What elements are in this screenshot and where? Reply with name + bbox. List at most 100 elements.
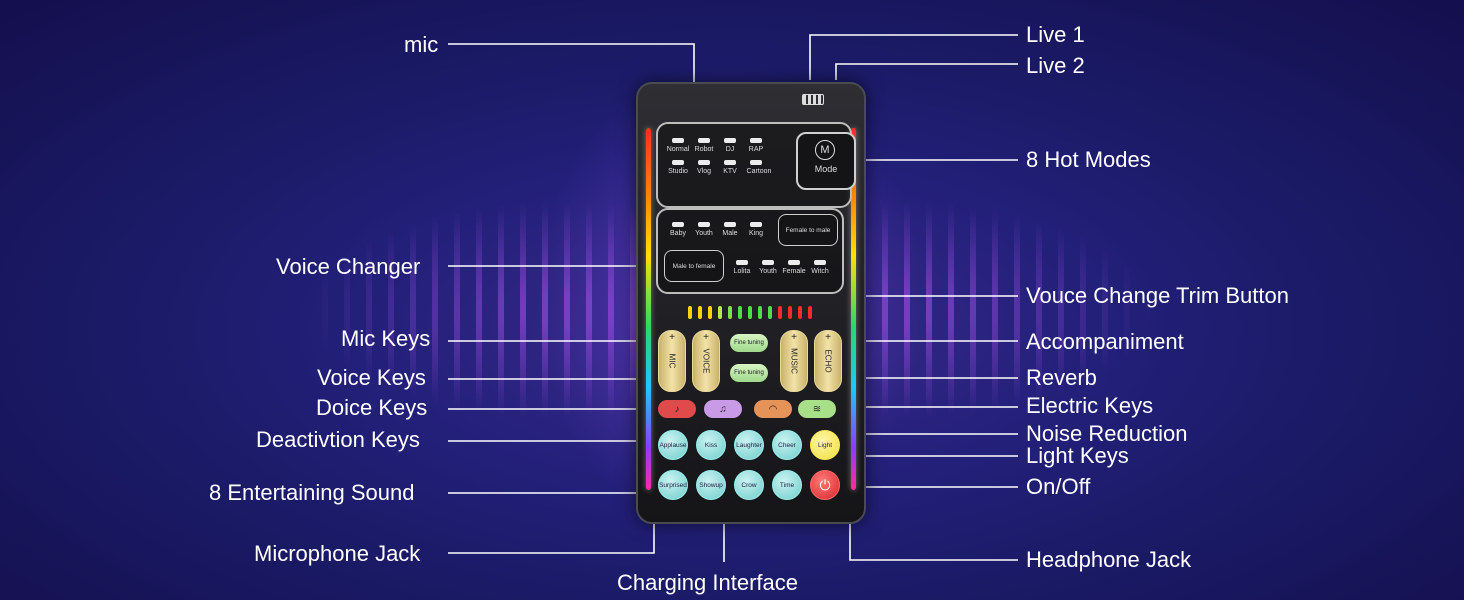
- voice-indicator: [736, 260, 748, 265]
- sound-button-applause[interactable]: Applause: [658, 430, 688, 460]
- sound-button-laughter[interactable]: Laughter: [734, 430, 764, 460]
- mode-button-label: Mode: [814, 164, 838, 174]
- voice-key-label: VOICE: [701, 348, 711, 374]
- leader-live2: [835, 63, 1018, 80]
- hot-modes-panel: Normal Robot DJ RAP Studio Vlog KTV Cart…: [656, 122, 856, 208]
- echo-volume-key[interactable]: + ECHO: [814, 330, 842, 392]
- level-meter-bar: [788, 306, 792, 319]
- mode-indicator: [672, 138, 684, 143]
- power-button[interactable]: ⏻: [810, 470, 840, 500]
- mode-label: RAP: [748, 146, 764, 153]
- mode-label: Studio: [668, 168, 688, 175]
- mode-indicator: [750, 160, 762, 165]
- leader-live1: [809, 34, 1018, 80]
- headphone-button[interactable]: ◠: [754, 400, 792, 418]
- fine-tuning-down-button[interactable]: Fine tuning: [730, 364, 768, 382]
- voice-indicator: [724, 222, 736, 227]
- mode-label: Normal: [666, 146, 690, 153]
- plus-icon: +: [703, 332, 709, 343]
- voice-label: Female: [782, 268, 806, 275]
- callout-doice-keys: Doice Keys: [316, 395, 428, 420]
- headphone-icon: ◠: [768, 403, 778, 415]
- plus-icon: +: [669, 332, 675, 343]
- callout-microphone-jack: Microphone Jack: [254, 541, 421, 566]
- callout-voice-changer: Voice Changer: [276, 254, 421, 279]
- mic-volume-key[interactable]: + MIC: [658, 330, 686, 392]
- mode-button[interactable]: M Mode: [796, 132, 856, 190]
- voice-indicator: [814, 260, 826, 265]
- mode-icon: M: [815, 140, 835, 160]
- plus-icon: +: [791, 332, 797, 343]
- echo-key-label: ECHO: [823, 349, 833, 373]
- mode-label: Robot: [694, 146, 714, 153]
- callout-mic-keys: Mic Keys: [341, 326, 431, 351]
- level-meter-bar: [768, 306, 772, 319]
- mode-indicator: [672, 160, 684, 165]
- mic-key-label: MIC: [667, 353, 677, 369]
- callout-entertaining-sound: 8 Entertaining Sound: [209, 480, 415, 505]
- level-meter-bar: [728, 306, 732, 319]
- level-meter-bar: [718, 306, 722, 319]
- plus-icon: +: [825, 332, 831, 343]
- leader-mic: [448, 43, 695, 84]
- mode-label: Vlog: [696, 168, 711, 175]
- voice-volume-key[interactable]: + VOICE: [692, 330, 720, 392]
- mode-indicator: [698, 160, 710, 165]
- music-key-label: MUSIC: [789, 348, 799, 374]
- music-note-button[interactable]: ♪: [658, 400, 696, 418]
- music-volume-key[interactable]: + MUSIC: [780, 330, 808, 392]
- callout-light-keys: Light Keys: [1026, 443, 1129, 468]
- level-meter-bar: [748, 306, 752, 319]
- voice-label: King: [748, 230, 763, 237]
- voice-label: Lolita: [733, 268, 751, 275]
- rgb-light-strip-left: [646, 128, 651, 490]
- callout-voice-keys: Voice Keys: [317, 365, 426, 390]
- mute-icon: ♫: [719, 403, 727, 415]
- sound-button-surprised[interactable]: Surprised: [658, 470, 688, 500]
- level-meter-bar: [708, 306, 712, 319]
- mode-label: KTV: [723, 168, 737, 175]
- level-meter-bar: [698, 306, 702, 319]
- voice-changer-device: Normal Robot DJ RAP Studio Vlog KTV Cart…: [636, 82, 866, 524]
- sound-button-cheer[interactable]: Cheer: [772, 430, 802, 460]
- mode-indicator: [698, 138, 710, 143]
- sound-button-kiss[interactable]: Kiss: [696, 430, 726, 460]
- callout-hot-modes: 8 Hot Modes: [1026, 147, 1151, 172]
- battery-icon: [802, 94, 824, 105]
- voice-label: Baby: [670, 230, 686, 237]
- level-meter-bar: [758, 306, 762, 319]
- rgb-light-strip-right: [851, 128, 856, 490]
- callout-electric-keys: Electric Keys: [1026, 393, 1154, 418]
- male-to-female-button[interactable]: Male to female: [664, 250, 724, 282]
- voice-indicator: [762, 260, 774, 265]
- voice-changer-panel: Baby Youth Male King Female to male Male…: [656, 208, 844, 294]
- electric-button[interactable]: ≋: [798, 400, 836, 418]
- mode-indicator: [724, 138, 736, 143]
- sound-button-crow[interactable]: Crow: [734, 470, 764, 500]
- callout-mic: mic: [404, 32, 439, 57]
- fine-tuning-up-button[interactable]: Fine tuning: [730, 334, 768, 352]
- sound-button-time[interactable]: Time: [772, 470, 802, 500]
- level-meter-bar: [798, 306, 802, 319]
- voice-indicator: [672, 222, 684, 227]
- callout-trim-button: Vouce Change Trim Button: [1026, 283, 1289, 308]
- light-button[interactable]: Light: [810, 430, 840, 460]
- voice-indicator: [788, 260, 800, 265]
- mode-indicator: [724, 160, 736, 165]
- callout-live-1: Live 1: [1026, 22, 1085, 47]
- music-note-icon: ♪: [674, 403, 680, 415]
- callout-reverb: Reverb: [1026, 365, 1097, 390]
- callout-deactivation-keys: Deactivtion Keys: [256, 427, 420, 452]
- callout-charging-interface: Charging Interface: [617, 570, 798, 595]
- leader-mic-jack: [448, 520, 655, 554]
- voice-label: Youth: [695, 230, 713, 237]
- mode-label: Cartoon: [746, 168, 772, 175]
- mute-button[interactable]: ♫: [704, 400, 742, 418]
- level-meter-bar: [688, 306, 692, 319]
- sound-button-showup[interactable]: Showup: [696, 470, 726, 500]
- voice-indicator: [698, 222, 710, 227]
- leader-headphone-jack: [849, 520, 1018, 561]
- power-icon: ⏻: [819, 476, 831, 493]
- waveform-icon: ≋: [812, 403, 822, 415]
- female-to-male-button[interactable]: Female to male: [778, 214, 838, 246]
